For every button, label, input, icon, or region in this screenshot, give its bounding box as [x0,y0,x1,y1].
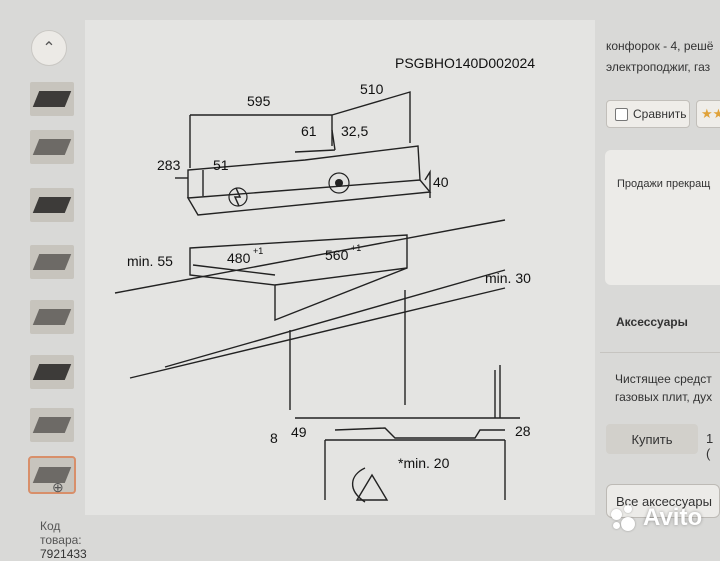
zoom-icon[interactable]: ⊕ [52,479,64,495]
model-code: PSGBHO140D002024 [395,55,535,71]
compare-checkbox[interactable] [615,107,628,121]
dim-32-5: 32,5 [341,123,368,139]
product-description: конфорок - 4, решё электроподжиг, газ [606,36,713,78]
dim-51: 51 [213,157,229,173]
watermark-text: Avito [643,504,703,531]
accessories-title: Аксессуары [616,315,688,329]
thumbnail-selected[interactable] [28,456,76,494]
compare-button[interactable]: Сравнить [606,100,690,128]
accessory-item[interactable]: Чистящее средст газовых плит, дух [615,370,712,406]
dim-min-30: min. 30 [485,270,531,286]
dim-480-tol: +1 [253,246,263,256]
rating-button[interactable]: ★★ [696,100,720,128]
accessory-name: Чистящее средст [615,372,712,386]
accessory-name: газовых плит, дух [615,390,713,404]
description-line: электроподжиг, газ [606,60,711,74]
description-line: конфорок - 4, решё [606,39,714,53]
watermark: Avito [611,504,702,532]
dim-560-tol: +1 [351,243,361,253]
dim-595: 595 [247,93,271,109]
thumbnail[interactable] [30,130,74,164]
dim-min-55: min. 55 [127,253,173,269]
thumbnail[interactable] [30,245,74,279]
product-sku: Код товара: 7921433 [40,519,100,561]
avito-logo-icon [611,505,639,531]
buy-button[interactable]: Купить [606,424,698,454]
star-icon: ★★ [701,106,720,121]
thumbnail-rail: ⌃ ⊕ Код товара: 7921433 [0,0,100,561]
thumbnail[interactable] [30,408,74,442]
discontinued-notice: Продажи прекращ [617,178,711,190]
availability-panel: Продажи прекращ [605,150,720,285]
thumbnail[interactable] [30,82,74,116]
sku-label: Код товара: [40,519,82,547]
sku-value: 7921433 [40,547,87,561]
dim-28: 28 [515,423,531,439]
chevron-up-icon: ⌃ [42,40,56,57]
dim-480: 480 [227,250,251,266]
accessory-price: 1 ( [706,431,714,461]
thumbnail[interactable] [30,300,74,334]
dim-49: 49 [291,424,307,440]
dim-8: 8 [270,430,278,446]
dim-560: 560 [325,247,349,263]
dim-61: 61 [301,123,317,139]
dim-510: 510 [360,81,384,97]
product-image[interactable]: PSGBHO140D002024 595 510 61 32,5 283 51 … [85,20,595,515]
installation-drawing: PSGBHO140D002024 595 510 61 32,5 283 51 … [114,55,535,503]
divider [600,352,720,353]
compare-label: Сравнить [633,107,687,121]
thumbnail[interactable] [30,355,74,389]
dim-283: 283 [157,157,181,173]
scroll-up-button[interactable]: ⌃ [31,30,67,66]
dim-40: 40 [433,174,449,190]
dim-min-20: *min. 20 [398,455,450,471]
thumbnail[interactable] [30,188,74,222]
